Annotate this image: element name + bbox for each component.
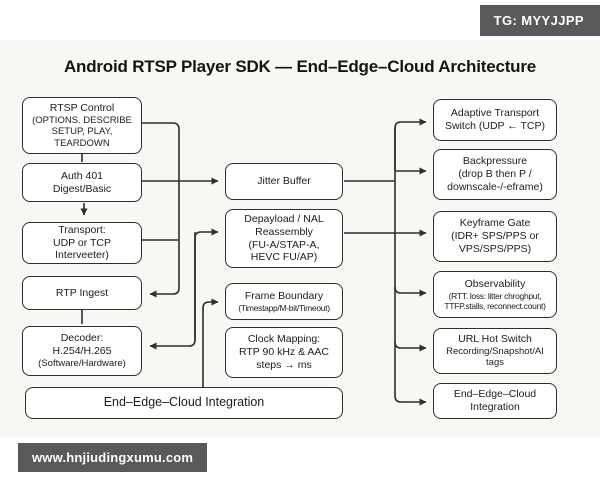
node-line: End–Edge–Cloud Integration — [103, 395, 265, 410]
node-rtsp-control: RTSP Control (OPTIONS. DESCRIBE SETUP, P… — [22, 97, 142, 154]
node-line: (FU-A/STAP-A, — [248, 238, 320, 251]
connector-rtsp-to-rtp-ingest — [142, 122, 180, 298]
node-line: Auth 401 — [60, 169, 104, 182]
connector-to-decoder — [149, 232, 196, 350]
node-transport: Transport: UDP or TCP Interveeter) — [22, 222, 142, 264]
node-line: Reassembly — [255, 225, 313, 238]
node-backpressure: Backpressure (drop B then P / downscale-… — [433, 149, 557, 200]
node-line: UDP or TCP Interveeter) — [53, 236, 111, 262]
node-end-edge-cloud-integration: End–Edge–Cloud Integration — [433, 383, 557, 419]
node-line: (drop B then P / — [458, 168, 532, 181]
node-line: (RTT. loss: litter chroghput, — [448, 290, 542, 301]
node-line: Digest/Basic — [52, 182, 112, 195]
node-line: End–Edge–Cloud — [453, 388, 537, 401]
telegram-badge: TG: MYYJJPP — [479, 5, 600, 36]
node-line: RTP Ingest — [55, 286, 109, 299]
node-rtp-ingest: RTP Ingest — [22, 276, 142, 310]
node-line: Recording/Snapshot/AI tags — [446, 345, 544, 369]
node-adaptive-transport-switch: Adaptive Transport Switch (UDP ← TCP) — [433, 99, 557, 141]
node-line: RTSP Control — [49, 101, 115, 114]
node-decoder: Decoder: H.254/H.265 (Software/Hardware) — [22, 326, 142, 376]
node-observability: Observability (RTT. loss: litter chroghp… — [433, 271, 557, 318]
node-line: URL Hot Switch — [458, 333, 532, 346]
node-line: Integration — [470, 401, 520, 413]
node-url-hot-switch: URL Hot Switch Recording/Snapshot/AI tag… — [433, 328, 557, 374]
node-depayload-nal: Depayload / NAL Reassembly (FU-A/STAP-A,… — [225, 209, 343, 268]
node-jitter-buffer: Jitter Buffer — [225, 163, 343, 200]
node-line: Depayload / NAL — [244, 212, 324, 225]
node-line: (OPTIONS. DESCRIBE — [32, 114, 132, 126]
node-line: (Software/Hardware) — [38, 358, 126, 369]
node-line: VPS/SPS/PPS) — [458, 242, 532, 255]
connector-trunk-to-adaptive — [394, 118, 427, 171]
node-line: (IDR+ SPS/PPS or — [451, 230, 539, 243]
connector-trunk-to-endedge — [394, 395, 427, 406]
connector-integration-to-frame-boundary — [202, 298, 219, 387]
node-line: downscale-/-eframe) — [447, 180, 543, 193]
node-line: TTFP.stalls, reconnect.count) — [444, 300, 546, 311]
node-line: HEVC FU/AP) — [250, 251, 318, 264]
diagram-title: Android RTSP Player SDK — End–Edge–Cloud… — [63, 57, 537, 76]
node-line: Clock Mapping: — [247, 333, 321, 346]
node-line: RTP 90 kHz & AAC — [238, 346, 330, 359]
connector-trunk-to-observability — [394, 286, 427, 297]
node-line: Transport: — [58, 223, 106, 236]
node-line: Adaptive Transport — [450, 107, 540, 120]
node-line: Jitter Buffer — [257, 175, 311, 188]
node-line: Keyframe Gate — [459, 217, 531, 230]
node-line: steps → ms — [256, 358, 312, 371]
node-end-edge-cloud-integration-bar: End–Edge–Cloud Integration — [25, 387, 343, 419]
node-line: SETUP, PLAY, TEARDOWN — [51, 126, 113, 149]
node-line: Frame Boundary — [244, 289, 324, 302]
connector-trunk-to-urlhot — [394, 341, 427, 352]
connector-to-depayload — [194, 228, 219, 340]
node-line: H.254/H.265 — [52, 345, 112, 358]
node-clock-mapping: Clock Mapping: RTP 90 kHz & AAC steps → … — [225, 327, 343, 378]
website-badge: www.hnjiudingxumu.com — [18, 443, 208, 472]
node-auth-401: Auth 401 Digest/Basic — [22, 163, 142, 202]
node-line: Decoder: — [60, 332, 104, 345]
node-line: (Timestapp/M-bit/Timeout) — [238, 302, 330, 313]
node-line: Backpressure — [462, 155, 528, 168]
node-line: Switch (UDP ← TCP) — [445, 120, 545, 132]
node-keyframe-gate: Keyframe Gate (IDR+ SPS/PPS or VPS/SPS/P… — [433, 211, 557, 262]
node-frame-boundary: Frame Boundary (Timestapp/M-bit/Timeout) — [225, 283, 343, 320]
node-line: Observability — [464, 277, 526, 290]
